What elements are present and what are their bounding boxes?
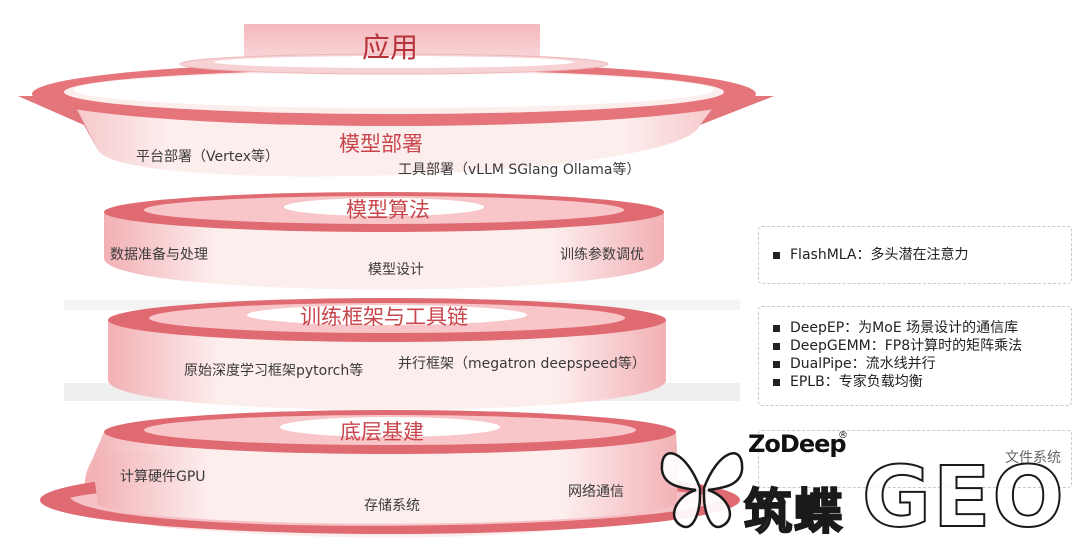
panel-item-text: DeepEP：为MoE 场景设计的通信库 xyxy=(790,320,1019,336)
tier-algorithm-item: 训练参数调优 xyxy=(560,247,644,263)
panel-item-text: EPLB：专家负载均衡 xyxy=(790,374,923,390)
tier-algorithm-title: 模型算法 xyxy=(346,198,430,222)
panel-item-text: 文件系统 xyxy=(1005,450,1061,466)
panel-list-item: DualPipe：流水线并行 xyxy=(773,355,1059,373)
tier-deploy-item: 平台部署（Vertex等） xyxy=(136,149,280,165)
tier-algorithm-item: 数据准备与处理 xyxy=(110,247,208,263)
tier-infra-title: 底层基建 xyxy=(340,420,424,444)
tier-framework-shape xyxy=(108,298,666,410)
tier-infra-item: 存储系统 xyxy=(364,498,420,514)
panel-list-item: 文件系统 xyxy=(1005,449,1061,467)
panel-list-item: DeepEP：为MoE 场景设计的通信库 xyxy=(773,319,1059,337)
tier-framework-title: 训练框架与工具链 xyxy=(300,305,468,329)
watermark-logo: ZoDeep ® 筑蝶 GEO xyxy=(656,430,1076,548)
tier-deploy-shape xyxy=(18,53,774,177)
bullet-icon xyxy=(773,324,780,332)
watermark-geo: GEO xyxy=(861,447,1066,547)
watermark-brand: ZoDeep xyxy=(748,430,847,458)
panel-list-item: DeepGEMM：FP8计算时的矩阵乘法 xyxy=(773,337,1059,355)
panel-deepseek-tools: DeepEP：为MoE 场景设计的通信库 DeepGEMM：FP8计算时的矩阵乘… xyxy=(758,306,1072,406)
butterfly-logo-icon xyxy=(660,452,744,529)
tier-infra-item: 网络通信 xyxy=(568,484,624,500)
watermark-cn: 筑蝶 xyxy=(743,483,845,541)
panel-filesystem: 文件系统 xyxy=(758,430,1072,488)
bullet-icon xyxy=(773,378,780,386)
panel-list-item: FlashMLA：多头潜在注意力 xyxy=(773,246,1059,264)
tier-deploy-item: 工具部署（vLLM SGlang Ollama等） xyxy=(398,162,641,178)
bullet-icon xyxy=(773,360,780,368)
tier-algorithm-item: 模型设计 xyxy=(368,262,424,278)
panel-item-text: DeepGEMM：FP8计算时的矩阵乘法 xyxy=(790,338,1023,354)
tier-deploy-title: 模型部署 xyxy=(339,132,423,156)
bullet-icon xyxy=(773,251,780,259)
tier-infra-item: 计算硬件GPU xyxy=(120,469,206,485)
tier-framework-item: 并行框架（megatron deepspeed等） xyxy=(398,356,646,372)
panel-list-item: EPLB：专家负载均衡 xyxy=(773,373,1059,391)
panel-item-text: FlashMLA：多头潜在注意力 xyxy=(790,247,969,263)
tier-algorithm-shape xyxy=(104,192,664,290)
bullet-icon xyxy=(773,342,780,350)
watermark-registered: ® xyxy=(838,430,848,441)
panel-item-text: DualPipe：流水线并行 xyxy=(790,356,936,372)
tier-framework-item: 原始深度学习框架pytorch等 xyxy=(184,363,364,379)
panel-flashmla: FlashMLA：多头潜在注意力 xyxy=(758,226,1072,284)
top-title: 应用 xyxy=(362,31,419,64)
tier-infra-shape xyxy=(40,410,740,538)
